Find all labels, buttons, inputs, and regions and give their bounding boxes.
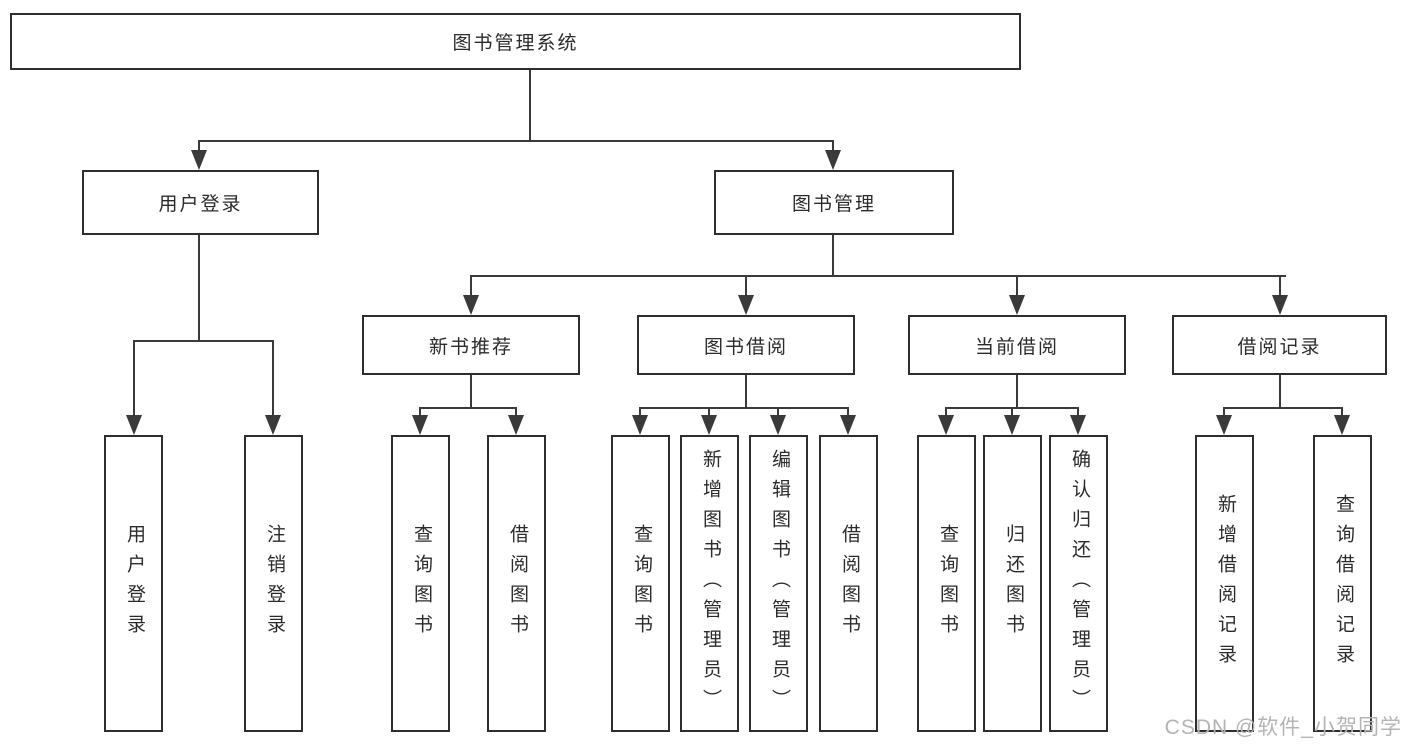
connector [708,407,710,419]
connector [639,407,849,409]
connector [745,275,747,299]
arrowhead-icon [265,415,281,435]
arrowhead-icon [770,415,786,435]
node-new-book-recommend: 新书推荐 [362,315,580,375]
connector [1341,407,1343,419]
leaf-label: 查询图书 [410,523,432,644]
connector [847,407,849,419]
connector [777,407,779,419]
leaf-logout: 注销登录 [244,435,303,732]
arrowhead-icon [1216,415,1232,435]
connector [198,140,200,154]
connector [832,140,834,154]
leaf-newbook-borrow-books: 借阅图书 [487,435,546,732]
arrowhead-icon [1009,295,1025,315]
connector [529,70,531,140]
connector [470,275,1286,277]
connector [133,340,135,418]
connector [745,375,747,407]
leaf-current-query-books: 查询图书 [917,435,976,732]
arrowhead-icon [825,150,841,170]
connector [1279,375,1281,407]
arrowhead-icon [840,415,856,435]
connector [515,407,517,419]
node-label: 借阅记录 [1237,336,1322,358]
arrowhead-icon [1004,415,1020,435]
node-label: 当前借阅 [974,336,1059,358]
leaf-label: 确认归还（管理员） [1068,448,1090,719]
node-label: 用户登录 [158,194,243,215]
leaf-newbook-query-books: 查询图书 [391,435,450,732]
leaf-label: 查询图书 [936,523,958,644]
node-current-borrow: 当前借阅 [908,315,1126,375]
arrowhead-icon [191,150,207,170]
leaf-label: 归还图书 [1002,523,1024,644]
arrowhead-icon [1070,415,1086,435]
connector [1077,407,1079,419]
leaf-records-add-record: 新增借阅记录 [1195,435,1254,732]
leaf-current-return-books: 归还图书 [983,435,1042,732]
node-book-management: 图书管理 [714,170,954,235]
leaf-label: 借阅图书 [506,523,528,644]
arrowhead-icon [938,415,954,435]
leaf-records-query-record: 查询借阅记录 [1313,435,1372,732]
connector [419,407,517,409]
leaf-borrow-edit-books-admin: 编辑图书（管理员） [749,435,808,732]
arrowhead-icon [632,415,648,435]
leaf-borrow-add-books-admin: 新增图书（管理员） [680,435,739,732]
leaf-label: 借阅图书 [838,523,860,644]
leaf-label: 查询图书 [630,523,652,644]
connector [1223,407,1343,409]
node-user-login: 用户登录 [82,170,319,235]
connector [133,340,274,342]
node-label: 图书借阅 [703,336,788,358]
connector [1016,275,1018,299]
leaf-user-login: 用户登录 [104,435,163,732]
node-label: 新书推荐 [428,336,513,358]
leaf-borrow-borrow-books: 借阅图书 [819,435,878,732]
connector [272,340,274,418]
connector [419,407,421,419]
connector [1016,375,1018,407]
node-label: 图书管理系统 [452,33,579,54]
connector [945,407,947,419]
leaf-label: 编辑图书（管理员） [768,448,790,719]
arrowhead-icon [126,415,142,435]
arrowhead-icon [508,415,524,435]
connector [470,375,472,407]
connector [470,275,472,299]
arrowhead-icon [1272,295,1288,315]
leaf-label: 新增图书（管理员） [699,448,721,719]
connector [832,235,834,275]
node-root-library-system: 图书管理系统 [10,13,1021,70]
arrowhead-icon [1334,415,1350,435]
leaf-borrow-query-books: 查询图书 [611,435,670,732]
connector [1279,275,1281,299]
arrowhead-icon [701,415,717,435]
node-borrow-records: 借阅记录 [1172,315,1387,375]
leaf-label: 注销登录 [263,523,285,644]
connector [198,140,834,142]
arrowhead-icon [738,295,754,315]
leaf-label: 新增借阅记录 [1214,493,1236,674]
arrowhead-icon [412,415,428,435]
leaf-current-confirm-return-admin: 确认归还（管理员） [1049,435,1108,732]
connector [198,235,200,340]
node-book-borrow: 图书借阅 [637,315,855,375]
connector [1011,407,1013,419]
node-label: 图书管理 [791,194,876,215]
connector [639,407,641,419]
connector [1223,407,1225,419]
arrowhead-icon [463,295,479,315]
csdn-watermark: CSDN @软件_小贺同学 [1164,716,1402,739]
leaf-label: 用户登录 [123,523,145,644]
leaf-label: 查询借阅记录 [1332,493,1354,674]
